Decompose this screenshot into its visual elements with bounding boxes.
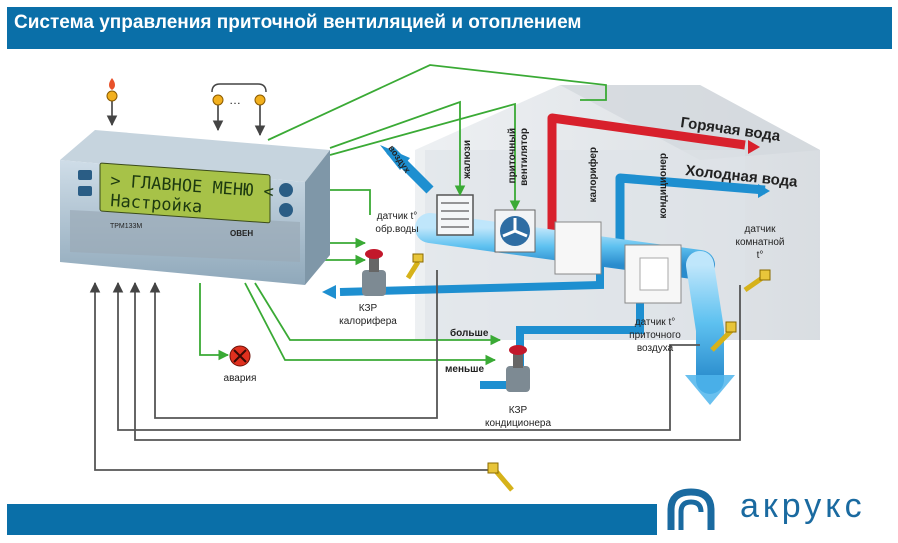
controller-device xyxy=(60,130,330,285)
louvers-label: жалюзи xyxy=(462,140,473,180)
heater-valve xyxy=(362,249,386,296)
controller-brand: ОВЕН xyxy=(230,229,253,238)
conditioner-valve xyxy=(506,345,530,392)
supply-air-sensor-label-2: приточного xyxy=(629,330,681,341)
svg-text:…: … xyxy=(229,93,241,107)
conditioner-valve-label-2: кондиционера xyxy=(485,418,552,429)
controller-model: ТРМ133М xyxy=(110,223,142,230)
header-bar xyxy=(7,7,892,49)
signal-lines xyxy=(199,64,607,366)
room-temp-sensor-icon xyxy=(743,269,771,293)
alarm-label: авария xyxy=(224,373,257,384)
heater-valve-label-1: КЗР xyxy=(359,303,378,314)
return-sensor-label-2: обр.воды xyxy=(375,223,418,235)
supply-air-sensor-label-1: датчик t° xyxy=(635,317,675,328)
sensor-wires xyxy=(89,100,741,471)
room-sensor-label-3: t° xyxy=(757,250,764,261)
louvers-block xyxy=(436,194,474,236)
less-label: меньше xyxy=(445,364,484,375)
footer-bar xyxy=(7,504,657,535)
heater-valve-label-2: калорифера xyxy=(339,315,397,327)
logo-text: акрукс xyxy=(740,487,866,525)
conditioner-valve-label-1: КЗР xyxy=(509,405,528,416)
heater-label: калорифер xyxy=(587,147,599,202)
supply-fan-label-2: вентилятор xyxy=(519,128,530,186)
hot-water-pipe xyxy=(547,113,760,240)
alarm-icon xyxy=(229,345,251,367)
page-title: Система управления приточной вентиляцией… xyxy=(14,12,582,33)
more-label: больше xyxy=(450,327,489,339)
room-sensor-label-1: датчик xyxy=(745,224,777,235)
logo xyxy=(657,484,892,535)
room-sensor-label-2: комнатной xyxy=(735,237,784,248)
conditioner-block xyxy=(624,244,682,304)
heater-block xyxy=(554,221,602,275)
switch-contacts-icon: … xyxy=(211,83,267,107)
supply-air-sensor-label-3: воздуха xyxy=(637,343,674,354)
return-sensor-label-1: датчик t° xyxy=(377,211,417,222)
flame-icon xyxy=(106,78,118,102)
outdoor-sensor-icon xyxy=(487,462,514,492)
fan-block xyxy=(494,209,536,253)
logo-mark-icon xyxy=(667,488,715,530)
supply-fan-label-1: приточный xyxy=(507,128,518,183)
return-water-sensor-icon xyxy=(405,253,424,280)
conditioner-label: кондиционер xyxy=(658,153,669,219)
supply-air-sensor-icon xyxy=(710,321,737,352)
